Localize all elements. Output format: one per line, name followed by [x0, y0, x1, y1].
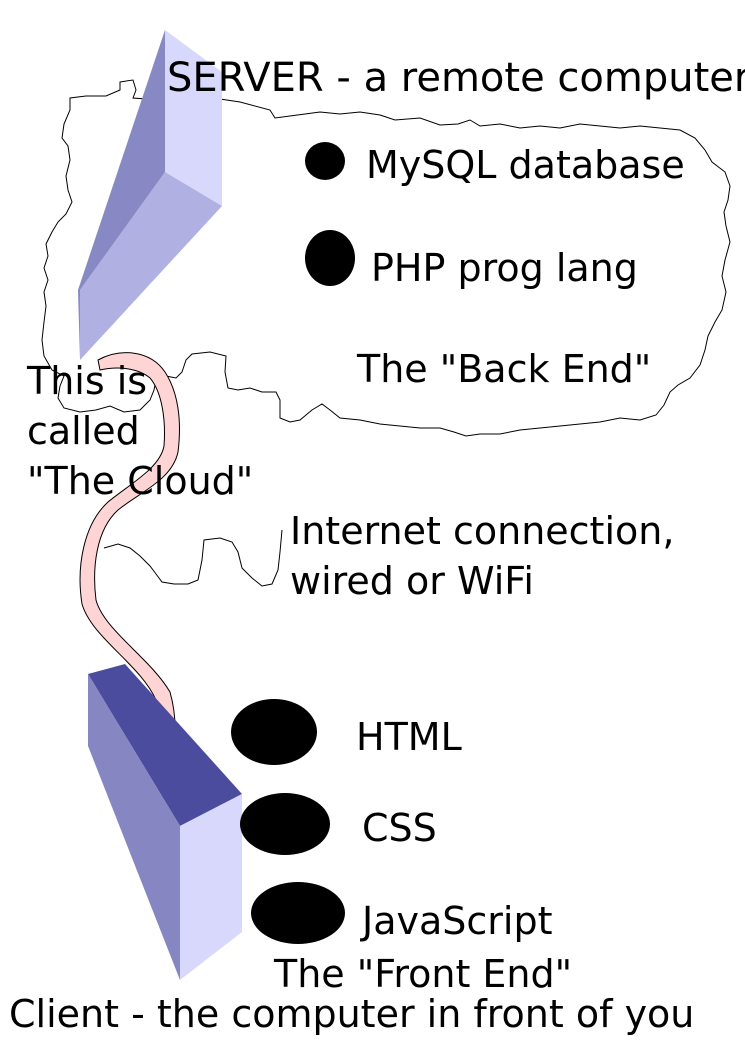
client-title: Client - the computer in front of you	[9, 992, 695, 1036]
bullet-mysql	[305, 142, 345, 180]
cloud-caption-line-3: "The Cloud"	[27, 459, 254, 503]
client-item-javascript: JavaScript	[362, 899, 553, 943]
cloud-caption-line-2: called	[27, 409, 140, 453]
server-item-php: PHP prog lang	[371, 246, 638, 290]
cloud-caption-line-1: This is	[27, 359, 148, 403]
bullet-javascript	[251, 882, 345, 944]
client-item-css: CSS	[362, 806, 437, 850]
server-tower-left-face	[78, 30, 165, 360]
server-tower-front-face	[80, 172, 222, 360]
client-tower-left-face	[88, 674, 180, 980]
client-tower-top-face	[88, 664, 242, 826]
connection-caption-line-1: Internet connection,	[290, 509, 675, 553]
server-tower-right-face	[165, 30, 222, 206]
front-end-label: The "Front End"	[274, 952, 573, 996]
back-end-label: The "Back End"	[357, 347, 652, 391]
bullet-php	[305, 230, 355, 286]
bullet-html	[231, 699, 317, 765]
bullet-css	[240, 793, 330, 855]
connection-caption-line-2: wired or WiFi	[290, 559, 534, 603]
cloud-lower-outline	[103, 529, 283, 587]
server-title: SERVER - a remote computer	[167, 55, 745, 101]
client-item-html: HTML	[356, 715, 462, 759]
server-item-mysql: MySQL database	[366, 143, 685, 187]
client-tower-right-face	[180, 794, 242, 980]
